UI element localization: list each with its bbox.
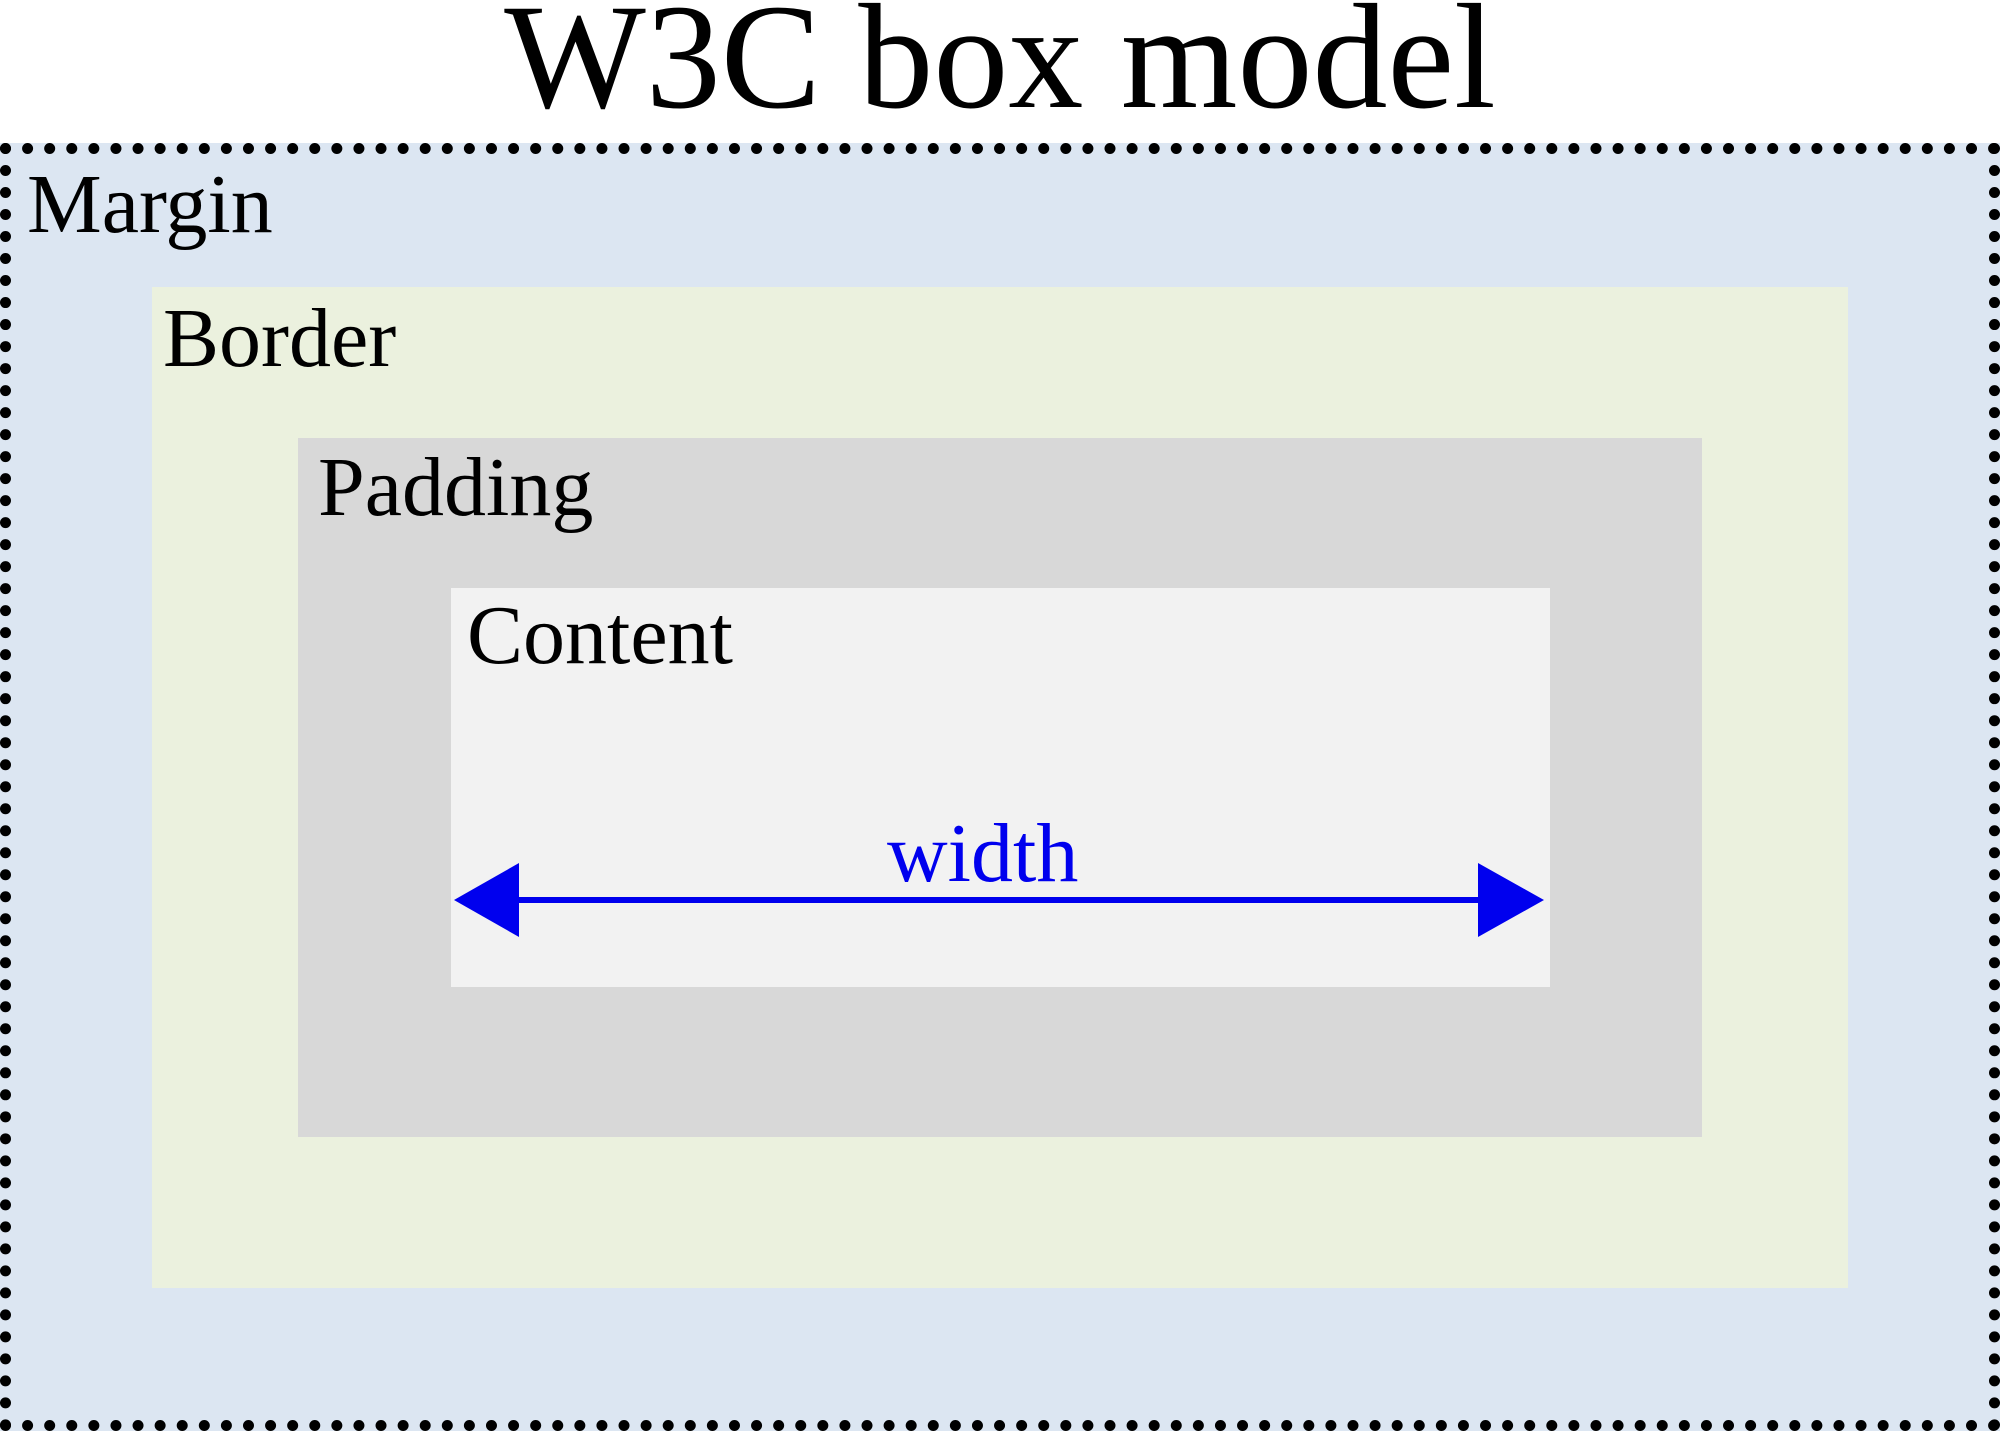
content-box (451, 588, 1550, 987)
content-label: Content (467, 589, 733, 682)
diagram-title: W3C box model (504, 0, 1496, 140)
width-arrow-left-head (454, 863, 519, 937)
margin-label: Margin (27, 158, 273, 251)
width-arrow-right-head (1478, 863, 1544, 937)
width-label: width (887, 807, 1079, 900)
border-label: Border (163, 292, 397, 385)
padding-label: Padding (318, 441, 594, 534)
